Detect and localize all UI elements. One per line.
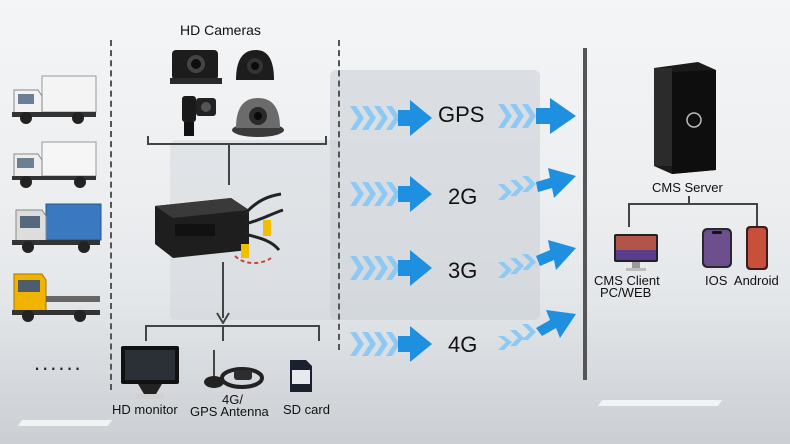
accessories-bracket-right <box>318 325 320 341</box>
sdcard-label: SD card <box>283 402 330 417</box>
server-tower-icon <box>654 62 716 174</box>
accessories-bracket-left <box>145 325 147 341</box>
arrow-left-4g <box>350 326 432 362</box>
camera-icon <box>232 98 284 137</box>
camera-bracket-left <box>147 136 149 145</box>
arrow-right-2g <box>498 168 576 200</box>
protocol-gps: GPS <box>438 102 485 127</box>
mobile-label: IOS Android <box>705 273 779 288</box>
arrow-left-2g <box>350 176 432 212</box>
client-bracket-left <box>628 203 630 227</box>
down-arrow-icon <box>216 312 230 324</box>
arrow-left-3g <box>350 250 432 286</box>
right-dashed-separator <box>338 40 340 350</box>
road-lane-mark <box>597 400 723 406</box>
protocol-3g: 3G <box>448 258 478 283</box>
more-vehicles-ellipsis: ...... <box>34 350 83 375</box>
camera-icon <box>236 50 274 80</box>
client-label-line1: CMS Client <box>594 273 660 288</box>
client-bracket <box>628 203 758 205</box>
desktop-icon <box>614 234 658 271</box>
accessories-bracket <box>145 325 320 327</box>
arrow-right-4g <box>498 310 576 350</box>
left-dashed-separator <box>110 40 112 390</box>
camera-icon <box>182 96 216 136</box>
server-label: CMS Server <box>652 180 723 195</box>
antenna-label-line2: GPS Antenna <box>190 404 269 419</box>
antenna-label-line1: 4G/ <box>222 392 243 407</box>
arrow-right-gps <box>498 98 576 134</box>
truck-icon <box>12 75 97 124</box>
arrow-left-gps <box>350 100 432 136</box>
mdvr-connector <box>222 262 224 318</box>
monitor-label: HD monitor <box>112 402 178 417</box>
sd-card-icon <box>290 360 312 392</box>
arrow-right-3g <box>498 240 576 278</box>
client-bracket-right <box>756 203 758 227</box>
phone-icon <box>746 226 768 270</box>
server-connector <box>688 196 690 204</box>
antenna-icon <box>204 350 264 389</box>
truck-icon <box>12 141 97 188</box>
accessories-bracket-mid <box>222 325 224 341</box>
truck-icon <box>12 203 102 253</box>
camera-icon <box>170 50 222 84</box>
client-label-line2: PC/WEB <box>600 285 652 300</box>
protocol-2g: 2G <box>448 184 478 209</box>
camera-bracket <box>147 143 327 145</box>
camera-connector <box>228 145 230 185</box>
road-lane-mark <box>17 420 113 426</box>
monitor-icon <box>121 346 179 399</box>
truck-icon <box>12 273 100 322</box>
camera-bracket-right <box>325 136 327 145</box>
protocol-4g: 4G <box>448 332 478 357</box>
mdvr-icon <box>155 192 284 264</box>
cameras-label: HD Cameras <box>180 22 261 38</box>
phone-icon <box>702 228 732 268</box>
network-divider <box>583 48 587 380</box>
